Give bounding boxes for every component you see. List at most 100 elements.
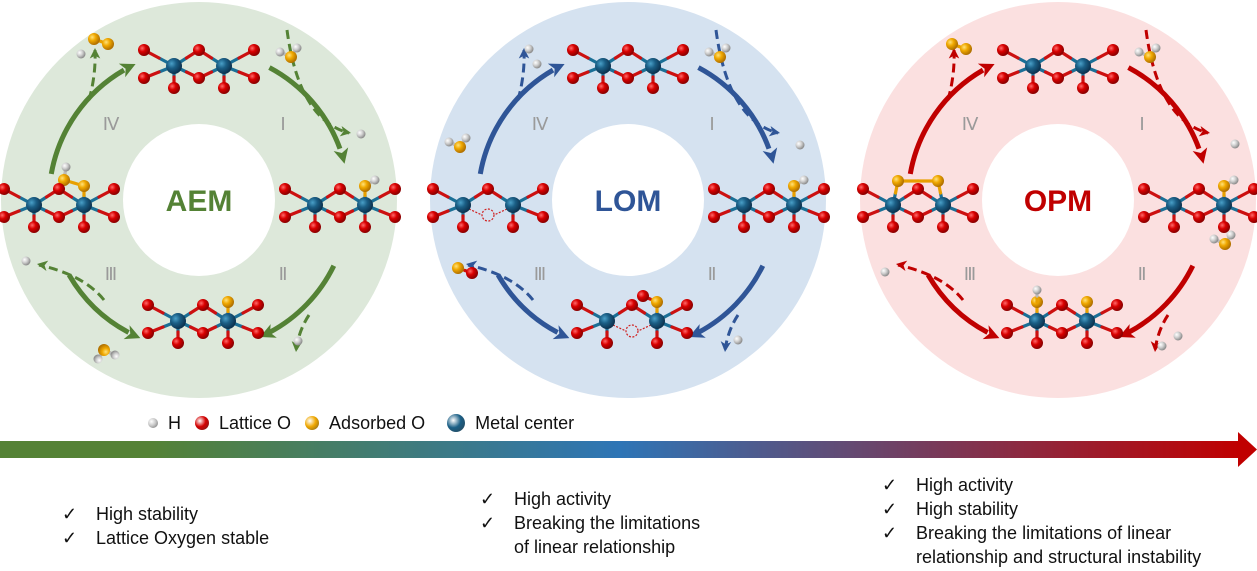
lattice-oxygen-atom	[537, 211, 549, 223]
opm-step-1-label: Ⅰ	[1139, 114, 1144, 134]
aem-state-right	[279, 175, 401, 233]
lattice-oxygen-atom	[334, 183, 346, 195]
metal-center-atom	[26, 197, 42, 213]
released-hydrogen-atom	[1157, 341, 1167, 351]
opm-state-bottom	[1001, 285, 1123, 349]
lattice-oxygen-atom	[681, 327, 693, 339]
hydrogen-atom	[1229, 175, 1239, 185]
lattice-oxygen-atom	[427, 211, 439, 223]
opm-step-3-label: Ⅲ	[964, 264, 976, 284]
feature-item: ✓High stability	[60, 502, 269, 526]
check-icon: ✓	[62, 528, 78, 548]
adsorbed-oxygen-atom	[454, 141, 466, 153]
hydrogen-atom	[1032, 285, 1042, 295]
legend-label: H	[168, 412, 181, 433]
lattice-oxygen-atom	[1111, 299, 1123, 311]
lattice-oxygen-atom	[193, 72, 205, 84]
adsorbed-oxygen-atom	[788, 180, 800, 192]
water-in-step-1	[704, 43, 731, 63]
feature-text: High activity	[916, 475, 1014, 495]
lom-step-2-side-arrow-head	[720, 341, 732, 352]
lattice-oxygen-atom	[637, 290, 649, 302]
metal-center-atom	[786, 197, 802, 213]
lom-step-4-side-arrow-head	[518, 48, 530, 59]
lattice-oxygen-atom	[818, 183, 830, 195]
lom-state-right	[708, 175, 830, 233]
opm-step-2-arrow-head	[1119, 324, 1136, 338]
lattice-oxygen-atom	[53, 183, 65, 195]
aem-step-3-arrow-head	[123, 325, 141, 340]
aem-step-2-arrow	[268, 264, 337, 335]
lattice-oxygen-atom	[1027, 82, 1039, 94]
released-hydrogen-atom	[880, 267, 890, 277]
opm-step-4-label: Ⅳ	[962, 114, 979, 134]
lattice-oxygen-atom	[997, 72, 1009, 84]
lom-step-3-side-arrow	[467, 263, 535, 301]
lom-step-3-arrow-head	[552, 325, 570, 340]
metal-center-atom	[220, 313, 236, 329]
hydrogen-atom	[461, 133, 471, 143]
lattice-oxygen-atom	[571, 299, 583, 311]
lattice-oxygen-atom	[818, 211, 830, 223]
lattice-oxygen-atom	[1056, 299, 1068, 311]
lattice-oxygen-atom	[172, 337, 184, 349]
lattice-oxygen-atom	[677, 44, 689, 56]
lattice-oxygen-atom	[1001, 327, 1013, 339]
oxygen-molecule	[88, 33, 114, 50]
metal-center-atom	[170, 313, 186, 329]
lattice-oxygen-atom	[168, 82, 180, 94]
adsorbed-oxygen-atom	[98, 344, 110, 356]
hydrogen-atom	[704, 47, 714, 57]
opm-state-right	[1138, 175, 1257, 233]
adsorbed-oxygen-atom	[651, 296, 663, 308]
released-hydrogen-atom	[21, 256, 31, 266]
lattice-oxygen-atom	[1001, 299, 1013, 311]
lom-step-3-label: Ⅲ	[534, 264, 546, 284]
opm-step-3-arrow	[925, 273, 989, 335]
lattice-oxygen-atom	[857, 211, 869, 223]
lattice-oxygen-atom	[567, 44, 579, 56]
metal-center-atom	[885, 197, 901, 213]
lattice-oxygen-atom	[1193, 183, 1205, 195]
lattice-oxygen-atom	[1107, 72, 1119, 84]
lom-label: LOM	[595, 185, 662, 218]
hydrogen-atom	[370, 175, 380, 185]
lattice-oxygen-atom	[937, 221, 949, 233]
check-icon: ✓	[882, 475, 898, 495]
lattice-oxygen-atom	[359, 221, 371, 233]
feature-text: Breaking the limitations of linear	[916, 523, 1172, 543]
check-icon	[478, 535, 514, 559]
check-icon: ✓	[480, 513, 496, 533]
lattice-oxygen-atom	[0, 211, 10, 223]
lattice-oxygen-atom	[1193, 211, 1205, 223]
adsorbed-oxygen-atom	[58, 174, 70, 186]
lattice-oxygen-atom	[197, 299, 209, 311]
check-icon: ✓	[882, 523, 898, 543]
opm-label: OPM	[1024, 185, 1092, 218]
lattice-oxygen-atom	[138, 44, 150, 56]
lattice-oxygen-atom	[571, 327, 583, 339]
lom-state-bottom	[571, 290, 693, 349]
opm-state-left	[857, 175, 979, 233]
lattice-oxygen-atom	[389, 211, 401, 223]
feature-item: ✓High activity	[478, 487, 700, 511]
aem-step-4-arrow-head	[118, 63, 136, 78]
lattice-oxygen-atom	[763, 211, 775, 223]
lom-step-2-label: Ⅱ	[708, 264, 717, 284]
lattice-oxygen-atom	[457, 221, 469, 233]
lattice-oxygen-atom	[389, 183, 401, 195]
metal-center-atom	[307, 197, 323, 213]
adsorbed-oxygen-atom	[960, 43, 972, 55]
lattice-oxygen-atom	[651, 337, 663, 349]
adsorbed-oxygen-atom	[359, 180, 371, 192]
adsorbed-oxygen-atom	[78, 180, 90, 192]
metal-center-atom-icon	[447, 414, 466, 432]
feature-text: of linear relationship	[514, 537, 676, 557]
hydrogen-atom	[1226, 230, 1236, 240]
lom-ring-hole	[552, 124, 704, 276]
lattice-oxygen-atom	[138, 72, 150, 84]
lattice-oxygen-atom	[997, 44, 1009, 56]
released-hydrogen-atom	[795, 140, 805, 150]
